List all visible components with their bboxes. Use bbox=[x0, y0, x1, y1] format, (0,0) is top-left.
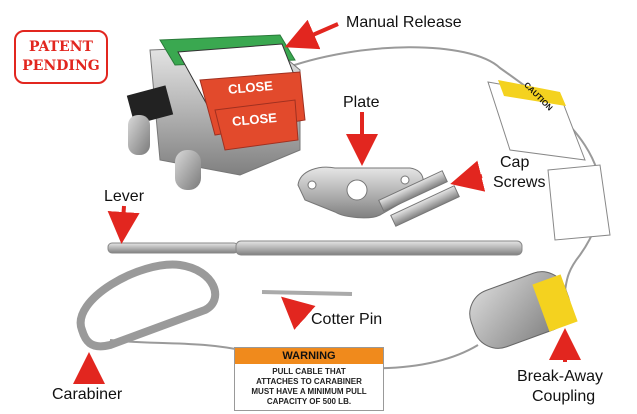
arrow-cotter-pin bbox=[281, 296, 316, 330]
label-manual-release: Manual Release bbox=[346, 14, 462, 31]
patent-line-1: PATENT bbox=[29, 39, 93, 55]
device-open-text: OPEN bbox=[194, 11, 227, 25]
warning-line-4: CAPACITY OF 500 LB. bbox=[266, 397, 352, 406]
carabiner bbox=[76, 260, 220, 351]
cotter-pin bbox=[261, 290, 353, 296]
breakaway-coupling bbox=[469, 271, 578, 349]
label-screws: Screws bbox=[493, 174, 546, 191]
warning-line-1: PULL CABLE THAT bbox=[272, 367, 346, 376]
warning-line-2: ATTACHES TO CARABINER bbox=[256, 377, 362, 386]
arrow-lever bbox=[107, 205, 140, 244]
label-cotter-pin: Cotter Pin bbox=[311, 311, 383, 328]
label-cap: Cap bbox=[500, 154, 530, 171]
label-carabiner: Carabiner bbox=[52, 386, 123, 403]
caution-tag bbox=[487, 80, 611, 241]
patent-pending-badge: PATENT PENDING bbox=[14, 30, 108, 84]
label-plate: Plate bbox=[343, 94, 380, 111]
label-break-away: Break-Away bbox=[517, 368, 603, 385]
warning-body: PULL CABLE THAT ATTACHES TO CARABINER MU… bbox=[235, 364, 383, 407]
arrow-manual-release bbox=[284, 19, 339, 50]
arrow-cap-screws bbox=[450, 160, 486, 192]
cap-screws bbox=[378, 170, 460, 227]
warning-tag: WARNING PULL CABLE THAT ATTACHES TO CARA… bbox=[234, 347, 384, 411]
patent-line-2: PENDING bbox=[22, 58, 100, 74]
warning-line-3: MUST HAVE A MINIMUM PULL bbox=[251, 387, 367, 396]
label-coupling: Coupling bbox=[532, 388, 596, 405]
label-lever: Lever bbox=[104, 188, 145, 205]
lever bbox=[107, 240, 523, 256]
manual-release-device bbox=[126, 34, 306, 190]
warning-title: WARNING bbox=[235, 348, 383, 364]
